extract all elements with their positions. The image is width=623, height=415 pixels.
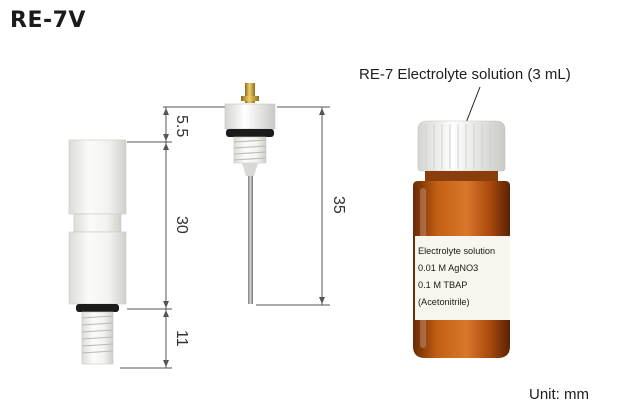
electrolyte-vial: Electrolyte solution 0.01 M AgNO3 0.1 M … [413, 120, 510, 358]
dimension-lines-electrode [256, 106, 330, 306]
vial-label-line-1: Electrolyte solution [418, 246, 495, 256]
vial-label [415, 236, 510, 320]
unit-label: Unit: mm [529, 386, 589, 403]
dim-label-electrode-length: 35 [330, 196, 347, 214]
gold-pin [245, 83, 255, 103]
ptfe-body-part [68, 139, 127, 365]
vial-label-line-4: (Acetonitrile) [418, 297, 470, 307]
electrode-part [224, 83, 276, 304]
vial-label-line-3: 0.1 M TBAP [418, 280, 467, 290]
page-title: RE-7V [10, 8, 86, 33]
vial-label-line-2: 0.01 M AgNO3 [418, 263, 478, 273]
silver-wire [248, 176, 253, 304]
dim-label-top-cap: 5.5 [173, 115, 190, 137]
o-ring [76, 304, 119, 312]
electrode-o-ring [226, 129, 274, 137]
vial-cap [417, 120, 506, 172]
dim-label-body: 30 [173, 216, 190, 234]
dimension-lines-body [120, 106, 225, 369]
dim-label-bottom-tip: 11 [173, 330, 190, 347]
vial-callout-label: RE-7 Electrolyte solution (3 mL) [359, 66, 571, 83]
